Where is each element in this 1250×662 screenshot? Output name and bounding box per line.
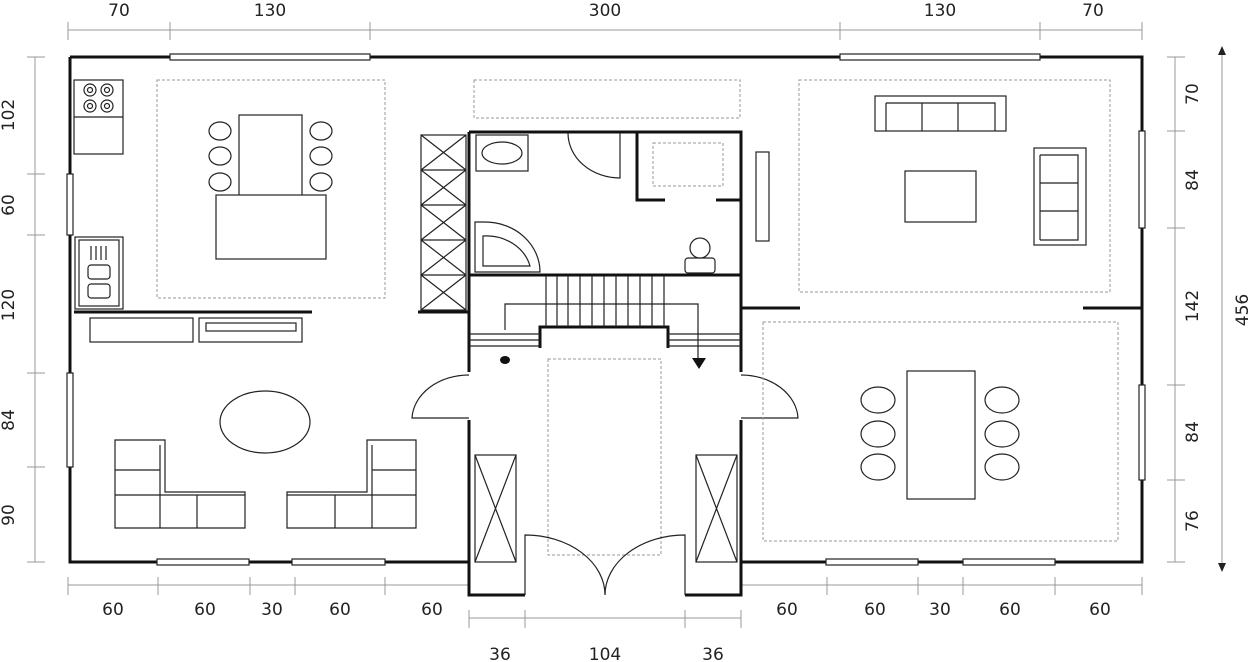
dim-bottom-left-3: 30 <box>261 600 283 620</box>
dim-top-4: 130 <box>924 1 956 21</box>
dim-top-3: 300 <box>589 1 621 21</box>
sofa-left <box>114 439 246 529</box>
shower <box>474 221 541 273</box>
dim-left-4: 84 <box>0 409 19 431</box>
dim-top-5: 70 <box>1082 1 1104 21</box>
dim-entrance-1: 36 <box>489 645 511 662</box>
coffee-table-right <box>904 170 977 223</box>
dim-bottom-left-2: 60 <box>194 600 216 620</box>
sofa-top <box>874 95 1007 132</box>
kitchen <box>73 79 467 311</box>
dim-right-4: 84 <box>1183 421 1203 443</box>
dim-overall-height: 456 <box>1233 294 1250 326</box>
dim-top-2: 130 <box>254 1 286 21</box>
dim-bottom-right-2: 60 <box>864 600 886 620</box>
dim-bottom-right-3: 30 <box>929 600 951 620</box>
dim-left-5: 90 <box>0 504 19 526</box>
dim-bottom-left-5: 60 <box>421 600 443 620</box>
dim-bottom-left-4: 60 <box>329 600 351 620</box>
dim-left-2: 60 <box>0 194 19 216</box>
kitchen-island <box>215 194 327 260</box>
sink <box>74 236 124 310</box>
dining-table <box>238 114 303 197</box>
dim-bottom-right-1: 60 <box>776 600 798 620</box>
dining-table-right <box>906 370 976 500</box>
windows <box>66 53 1146 566</box>
dim-bottom-right-4: 60 <box>999 600 1021 620</box>
living-room-right <box>798 79 1111 293</box>
dim-right-5: 76 <box>1183 510 1203 532</box>
dim-entrance-2: 104 <box>589 645 621 662</box>
bathroom <box>473 79 770 274</box>
dim-bottom-left-1: 60 <box>102 600 124 620</box>
sofa-side <box>1033 147 1087 246</box>
dim-bottom-right-5: 60 <box>1089 600 1111 620</box>
dining-room <box>762 321 1119 542</box>
toilet <box>684 257 716 274</box>
dim-left-3: 120 <box>0 289 19 321</box>
dim-top-1: 70 <box>108 1 130 21</box>
dim-right-2: 84 <box>1183 169 1203 191</box>
sofa-right <box>286 439 417 529</box>
coffee-table <box>219 390 311 454</box>
dim-right-1: 70 <box>1183 83 1203 105</box>
dim-entrance-3: 36 <box>702 645 724 662</box>
dim-left-1: 102 <box>0 99 19 131</box>
dim-right-3: 142 <box>1183 290 1203 322</box>
living-room <box>89 317 417 529</box>
stair-hall <box>411 276 799 596</box>
